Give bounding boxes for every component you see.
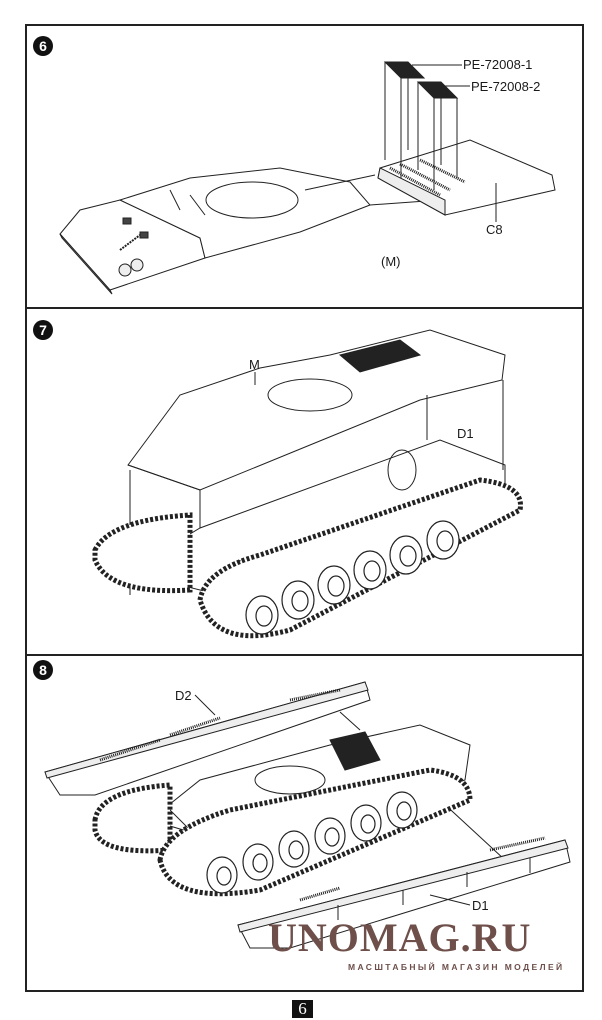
callout-d2: D2 (175, 688, 192, 703)
engine-deck-grille (338, 339, 422, 373)
page-number: 6 (292, 1000, 313, 1018)
watermark-brand: UNOMAG.RU (268, 915, 532, 960)
turret-ring (254, 765, 326, 795)
callout-leader (429, 894, 471, 906)
callout-d1: D1 (472, 898, 489, 913)
watermark-tagline: МАСШТАБНЫЙ МАГАЗИН МОДЕЛЕЙ (348, 962, 565, 972)
left-track (92, 512, 193, 594)
callout-d1: D1 (457, 426, 474, 441)
step-divider (25, 654, 584, 656)
engine-deck-grille (329, 731, 381, 771)
callout-pe-72008-2: PE-72008-2 (471, 79, 541, 94)
callout-leader (194, 694, 216, 716)
step-number-badge: 8 (33, 660, 53, 680)
callout-pe-72008-1: PE-72008-1 (463, 57, 533, 72)
turret-ring (267, 378, 353, 412)
step-divider (25, 307, 584, 309)
left-track (92, 782, 173, 854)
road-wheels (206, 791, 418, 894)
hull-assembly-diagram (92, 329, 523, 639)
step-number-badge: 7 (33, 320, 53, 340)
callout-c8: C8 (486, 222, 503, 237)
instruction-frame (25, 24, 584, 992)
upper-hull-m (127, 329, 506, 491)
callout-m: M (249, 357, 260, 372)
lower-hull-plate-diagram (59, 61, 556, 295)
callout-m-assembly: (M) (381, 254, 401, 269)
pe-grille-1 (383, 61, 426, 79)
attachment-arrows (337, 858, 531, 920)
road-wheels (245, 520, 460, 635)
hull-bulkhead-disc (387, 449, 417, 491)
turret-ring (205, 181, 299, 219)
guide-line (339, 711, 361, 731)
step-number-badge: 6 (33, 36, 53, 56)
guide-line (304, 174, 376, 191)
